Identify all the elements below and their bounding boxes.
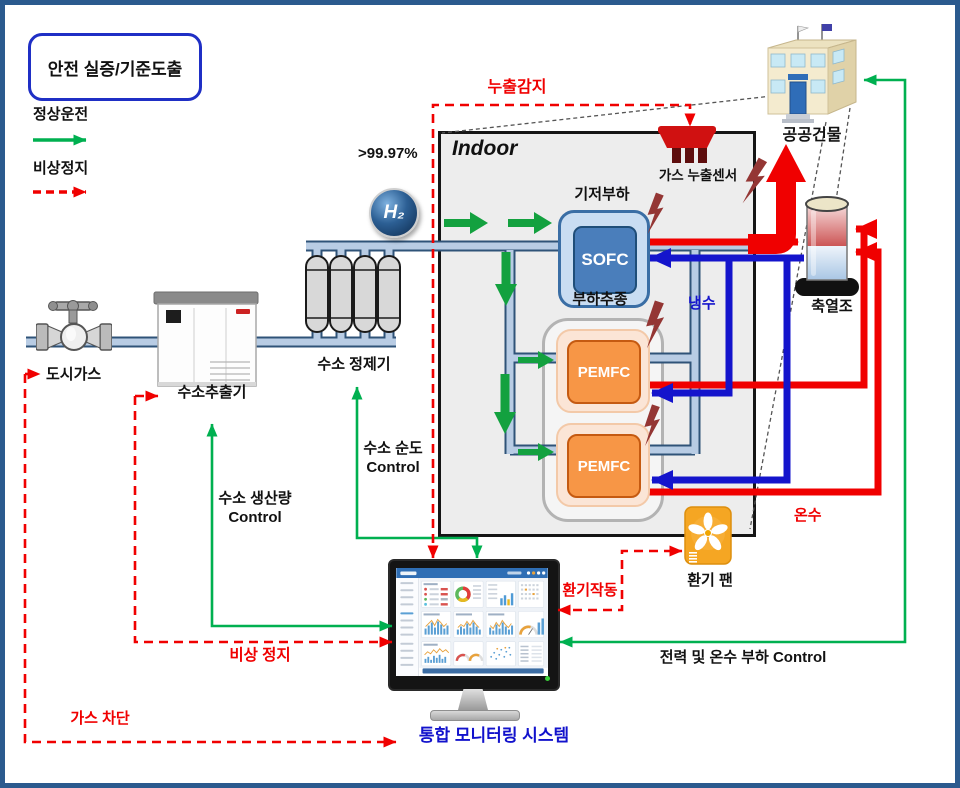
hot-water-label: 온수 <box>794 507 822 524</box>
monitor-base <box>430 710 520 721</box>
production-control-line2: Control <box>228 508 282 526</box>
legend-normal-label: 정상운전 <box>33 106 89 123</box>
h2-badge-icon: H₂ <box>369 188 419 238</box>
h2-badge-label: H₂ <box>383 202 405 223</box>
legend-emergency-label: 비상정지 <box>33 160 89 177</box>
monitor-stand <box>458 689 488 710</box>
hydrogen-extractor-icon <box>153 291 259 387</box>
purity-control-line1: 수소 순도 <box>363 440 423 457</box>
production-control-label: 수소 생산량 Control <box>202 490 308 528</box>
monitoring-system-label: 통합 모니터링 시스템 <box>418 726 570 745</box>
hydrogen-extractor-label: 수소추출기 <box>177 384 247 401</box>
gas-leak-sensor-label: 가스 누출센서 <box>658 168 738 183</box>
heat-storage-tank-label: 축열조 <box>811 298 853 315</box>
base-load-label: 기저부하 <box>574 186 630 203</box>
emergency-control-lines <box>23 103 696 748</box>
power-to-building-arrow <box>748 144 806 254</box>
hydrogen-purifier-label: 수소 정제기 <box>317 356 391 373</box>
load-following-label: 부하추종 <box>572 291 628 308</box>
emergency-stop-label: 비상 정지 <box>229 647 291 664</box>
purity-control-label: 수소 순도 Control <box>350 440 436 478</box>
monitoring-workstation <box>388 559 560 723</box>
gas-valve-icon <box>36 300 112 351</box>
production-control-line1: 수소 생산량 <box>218 490 292 507</box>
gas-flow-arrows <box>444 212 554 461</box>
city-gas-label: 도시가스 <box>46 366 102 383</box>
purity-value-label: >99.97% <box>358 145 418 162</box>
vent-fan-label: 환기 팬 <box>687 572 733 589</box>
vent-operation-label: 환기작동 <box>562 582 618 599</box>
monitor-power-led <box>545 676 550 681</box>
diagram-title: 안전 실증/기준도출 <box>28 33 202 101</box>
leak-detection-label: 누출감지 <box>487 79 547 96</box>
hydrogen-purifier-icon <box>305 255 401 333</box>
cold-water-label: 냉수 <box>688 295 716 312</box>
public-building-label: 공공건물 <box>782 127 842 144</box>
purity-control-line2: Control <box>366 458 420 476</box>
diagram-title-text: 안전 실증/기준도출 <box>47 59 183 79</box>
gas-shutoff-label: 가스 차단 <box>70 710 130 727</box>
power-heat-control-label: 전력 및 온수 부하 Control <box>659 649 827 666</box>
dashboard-screen <box>396 568 548 676</box>
indoor-label: Indoor <box>452 137 518 160</box>
